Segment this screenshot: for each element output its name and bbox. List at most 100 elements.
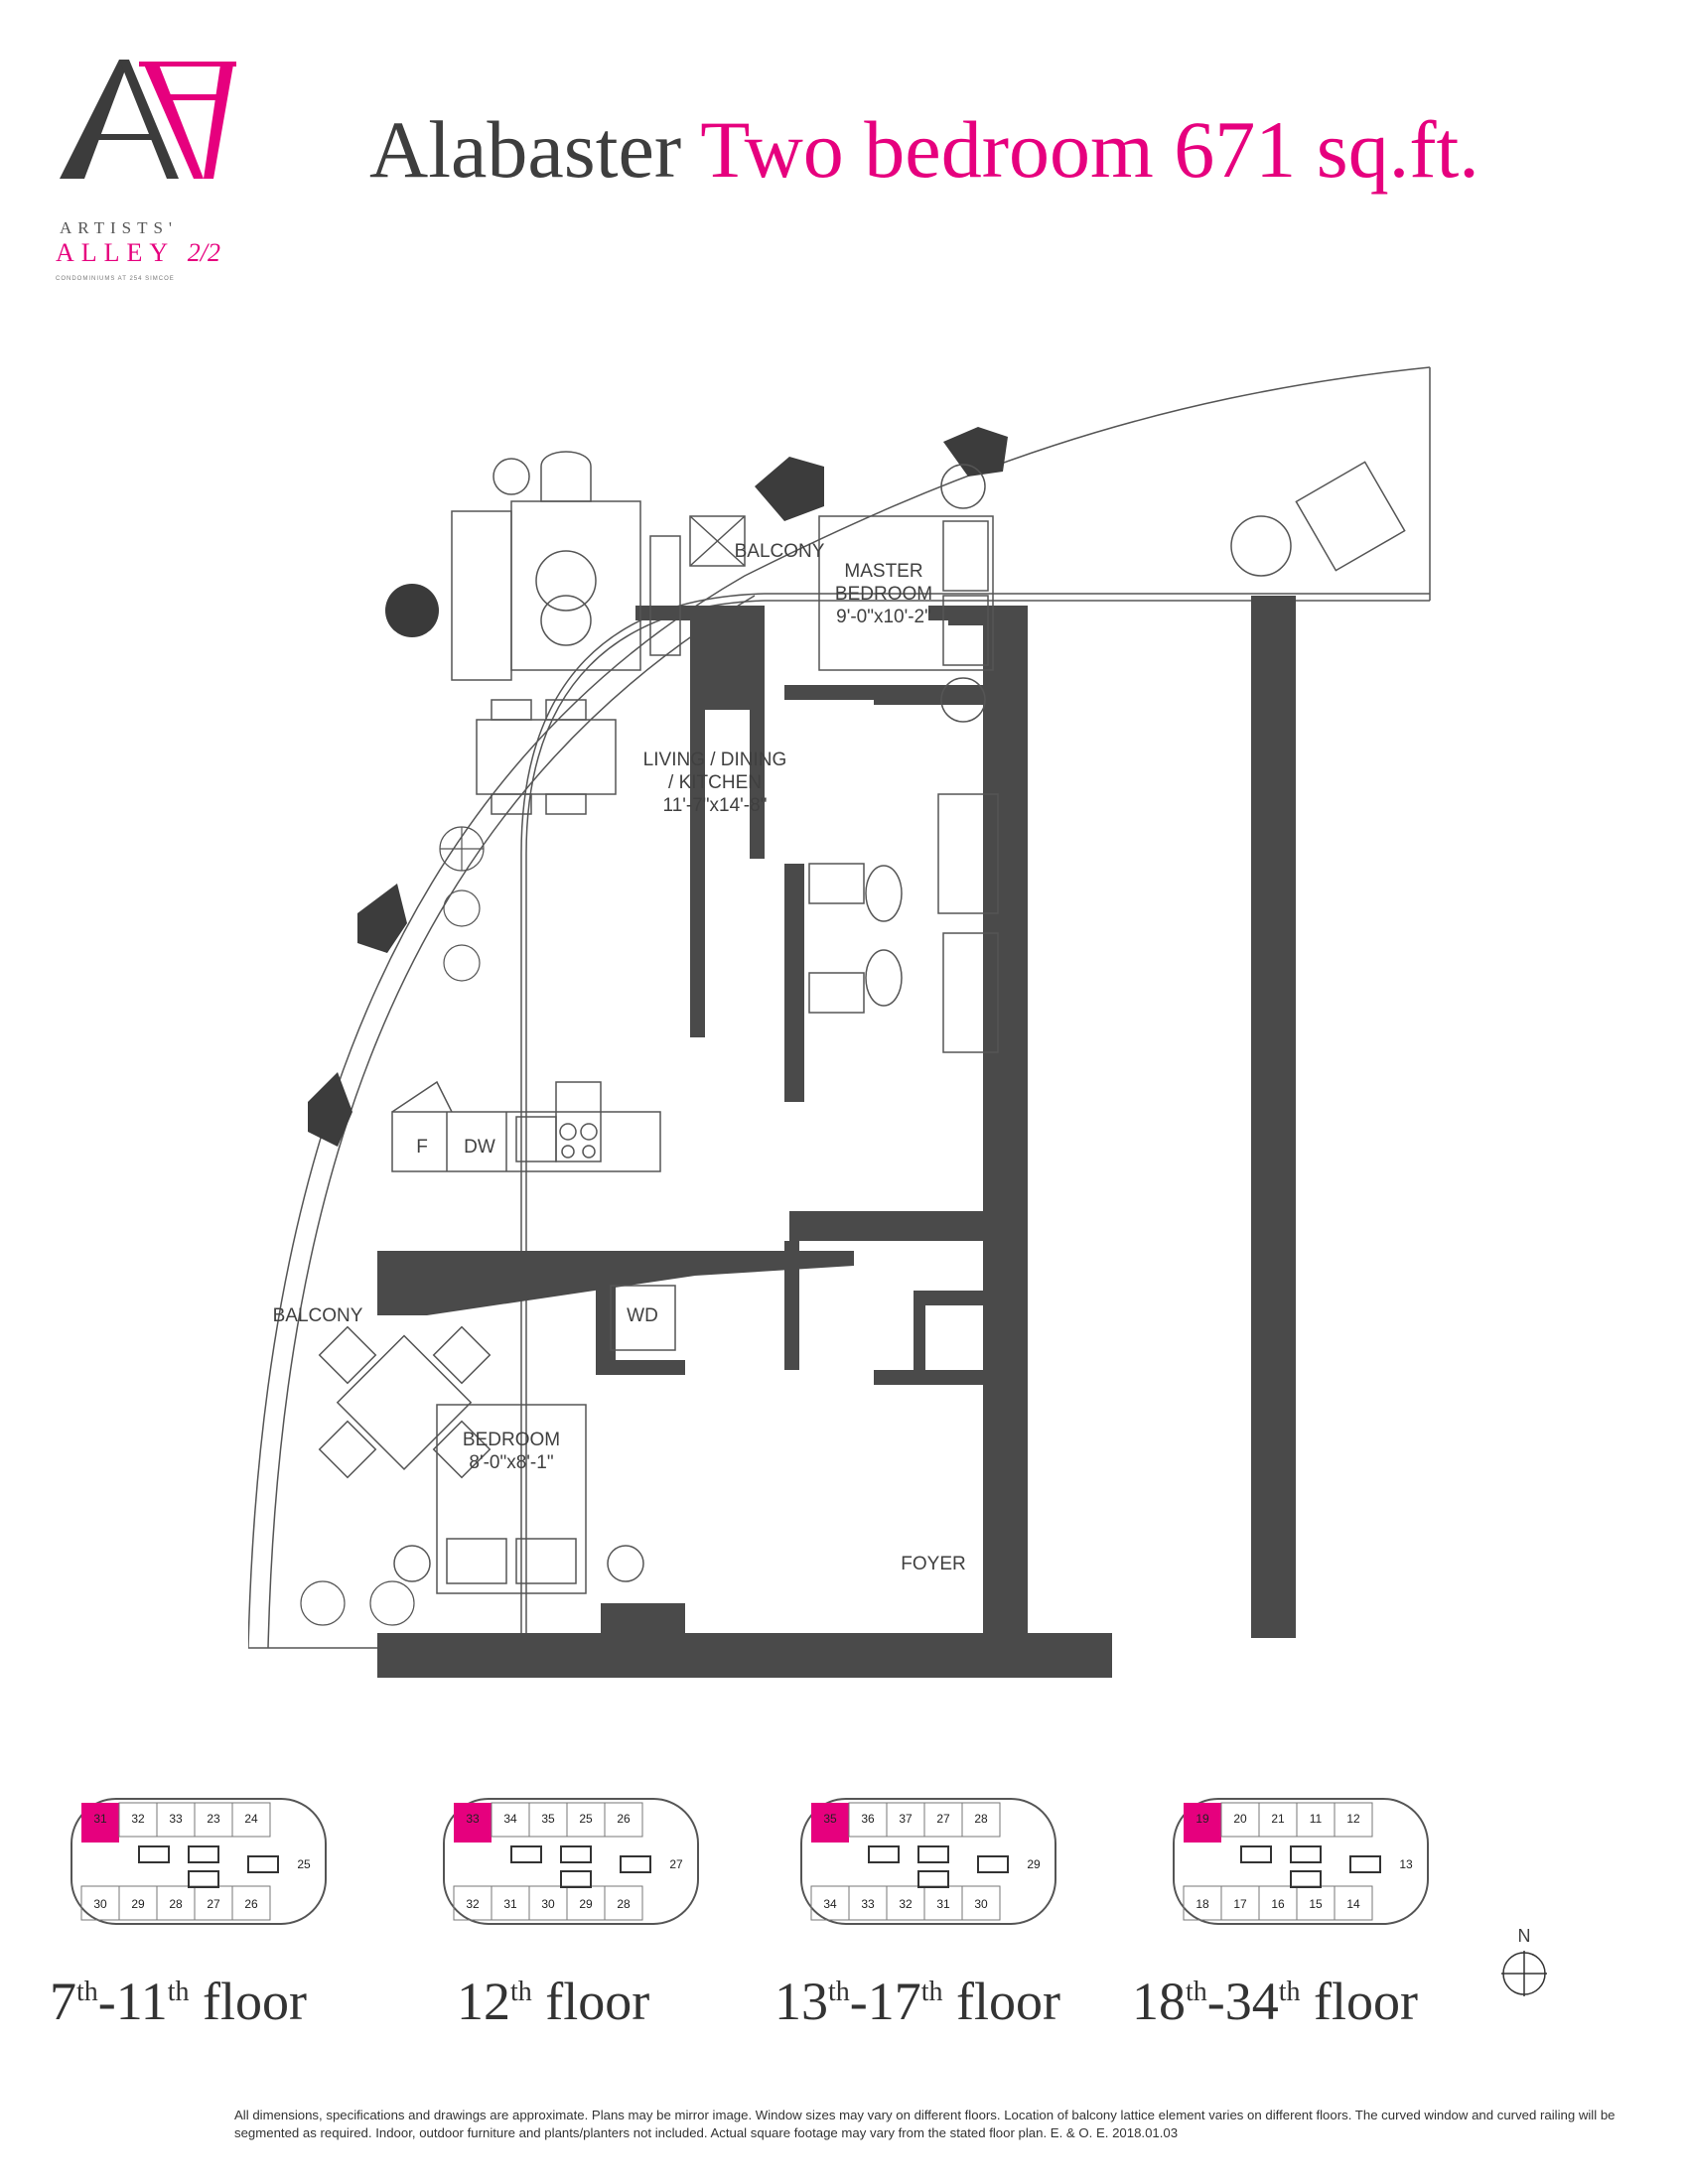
master-label-1: MASTER <box>844 561 923 582</box>
balcony-lattice <box>308 427 1008 1147</box>
living-label-1: LIVING / DINING <box>642 750 787 770</box>
label-balcony-top: BALCONY <box>734 541 825 562</box>
master-dimensions: 9'-0"x10'-2" <box>836 606 931 627</box>
key-plan-core <box>138 1845 170 1863</box>
bedroom-bed-icon <box>436 1404 587 1594</box>
bedroom-furniture <box>393 1285 676 1594</box>
lounge-chair-icon <box>1295 461 1406 572</box>
label-bedroom: BEDROOM 8'-0"x8'-1" <box>432 1430 591 1475</box>
key-plan-highlight <box>81 1803 119 1843</box>
kitchen <box>391 1080 661 1172</box>
bathtub-icon <box>937 793 999 914</box>
plants-icon <box>300 826 485 1626</box>
key-plan-core <box>188 1870 219 1888</box>
key-plan-core <box>560 1870 592 1888</box>
vanity-sink-icon <box>808 863 865 904</box>
key-plan-core <box>560 1845 592 1863</box>
key-plan-unit: 24 <box>244 1812 258 1826</box>
key-plan-unit-highlight: 31 <box>93 1812 107 1826</box>
brand-logo: ARTISTS' ALLEY 2/2 CONDOMINIUMS AT 254 S… <box>50 40 238 282</box>
key-plan-core <box>1290 1870 1322 1888</box>
label-dishwasher: DW <box>464 1137 495 1158</box>
living-dimensions: 11'-7"x14'-8" <box>662 794 768 816</box>
floor-lamp-icon <box>385 584 439 637</box>
key-plan-core <box>917 1870 949 1888</box>
key-plan-core <box>620 1855 651 1873</box>
key-plan-unit: 37 <box>899 1812 913 1826</box>
label-master-bedroom: MASTER BEDROOM 9'-0"x10'-2" <box>784 561 983 628</box>
master-label-2: BEDROOM <box>834 583 933 605</box>
key-plan-core <box>1290 1845 1322 1863</box>
key-plan-unit: 17 <box>1233 1897 1247 1911</box>
key-plan-unit: 32 <box>899 1897 913 1911</box>
key-plan-unit: 25 <box>297 1857 311 1871</box>
master-bed-icon <box>818 515 994 671</box>
key-plan-unit: 28 <box>617 1897 631 1911</box>
floor-label-4: 18th-34th floor <box>1132 1972 1419 2031</box>
key-plan-unit: 30 <box>974 1897 988 1911</box>
key-plan-unit: 15 <box>1309 1897 1323 1911</box>
key-plan-unit: 27 <box>207 1897 220 1911</box>
key-plan-unit: 36 <box>861 1812 875 1826</box>
balcony-inner-railing <box>267 595 756 1649</box>
brand-tagline: CONDOMINIUMS AT 254 SIMCOE <box>56 276 175 282</box>
floor-plan-drawing <box>247 366 1431 1678</box>
dining-table-icon <box>476 719 617 795</box>
walls <box>377 606 1028 1678</box>
key-plan-unit: 31 <box>936 1897 950 1911</box>
key-plan-unit: 23 <box>207 1812 220 1826</box>
brand-alley-text: ALLEY <box>56 238 175 267</box>
key-plan-core <box>247 1855 279 1873</box>
key-plan-unit: 25 <box>579 1812 593 1826</box>
closet-x-icon <box>689 515 746 567</box>
key-plan-unit: 26 <box>617 1812 631 1826</box>
key-plan-unit: 12 <box>1346 1812 1360 1826</box>
living-label-2: / KITCHEN <box>668 771 762 793</box>
key-plan-unit: 30 <box>93 1897 107 1911</box>
disclaimer-text: All dimensions, specifications and drawi… <box>234 2108 1616 2140</box>
armchair-icon <box>540 451 592 502</box>
aa-monogram-icon <box>60 60 236 179</box>
key-plan-core <box>868 1845 900 1863</box>
side-table-icon <box>1230 515 1292 577</box>
key-plan-unit: 29 <box>579 1897 593 1911</box>
key-plan-unit: 32 <box>466 1897 480 1911</box>
key-plan-unit: 27 <box>669 1857 683 1871</box>
cooktop-icon <box>555 1081 602 1162</box>
key-plan-unit: 29 <box>1027 1857 1041 1871</box>
floor-plan: BALCONY BALCONY MASTER BEDROOM 9'-0"x10'… <box>247 357 1479 1678</box>
suite-name: Alabaster <box>369 104 682 195</box>
key-plan-unit-highlight: 19 <box>1196 1812 1209 1826</box>
brand-number: 2/2 <box>187 238 220 267</box>
key-plan-highlight <box>454 1803 492 1843</box>
key-plan-unit: 11 <box>1310 1812 1323 1826</box>
suite-spec: Two bedroom 671 sq.ft. <box>700 104 1479 195</box>
area-rug-icon <box>510 500 641 671</box>
key-plan-unit: 33 <box>861 1897 875 1911</box>
sofa-icon <box>451 510 512 681</box>
key-plan-core <box>1240 1845 1272 1863</box>
tv-console-icon <box>649 535 681 656</box>
label-washer-dryer: WD <box>627 1305 658 1326</box>
floor-label-3: 13th-17th floor <box>774 1972 1061 2031</box>
coffee-table-icon <box>535 550 597 612</box>
key-plan-unit: 28 <box>169 1897 183 1911</box>
key-plan-unit: 27 <box>936 1812 950 1826</box>
key-plan-unit: 20 <box>1233 1812 1247 1826</box>
key-plan-core <box>510 1845 542 1863</box>
key-plan-unit: 16 <box>1271 1897 1285 1911</box>
key-plan-unit: 14 <box>1346 1897 1360 1911</box>
master-bedroom-furniture <box>808 464 999 1053</box>
key-plan-core <box>977 1855 1009 1873</box>
shower-icon <box>942 932 999 1053</box>
key-plan-unit: 26 <box>244 1897 258 1911</box>
washer-dryer-icon <box>610 1285 676 1351</box>
compass-icon <box>1501 1951 1547 1996</box>
floor-label-1: 7th-11th floor <box>50 1972 308 2031</box>
key-plan-unit: 21 <box>1271 1812 1285 1826</box>
label-balcony-left: BALCONY <box>272 1305 363 1326</box>
key-plan-unit: 30 <box>541 1897 555 1911</box>
